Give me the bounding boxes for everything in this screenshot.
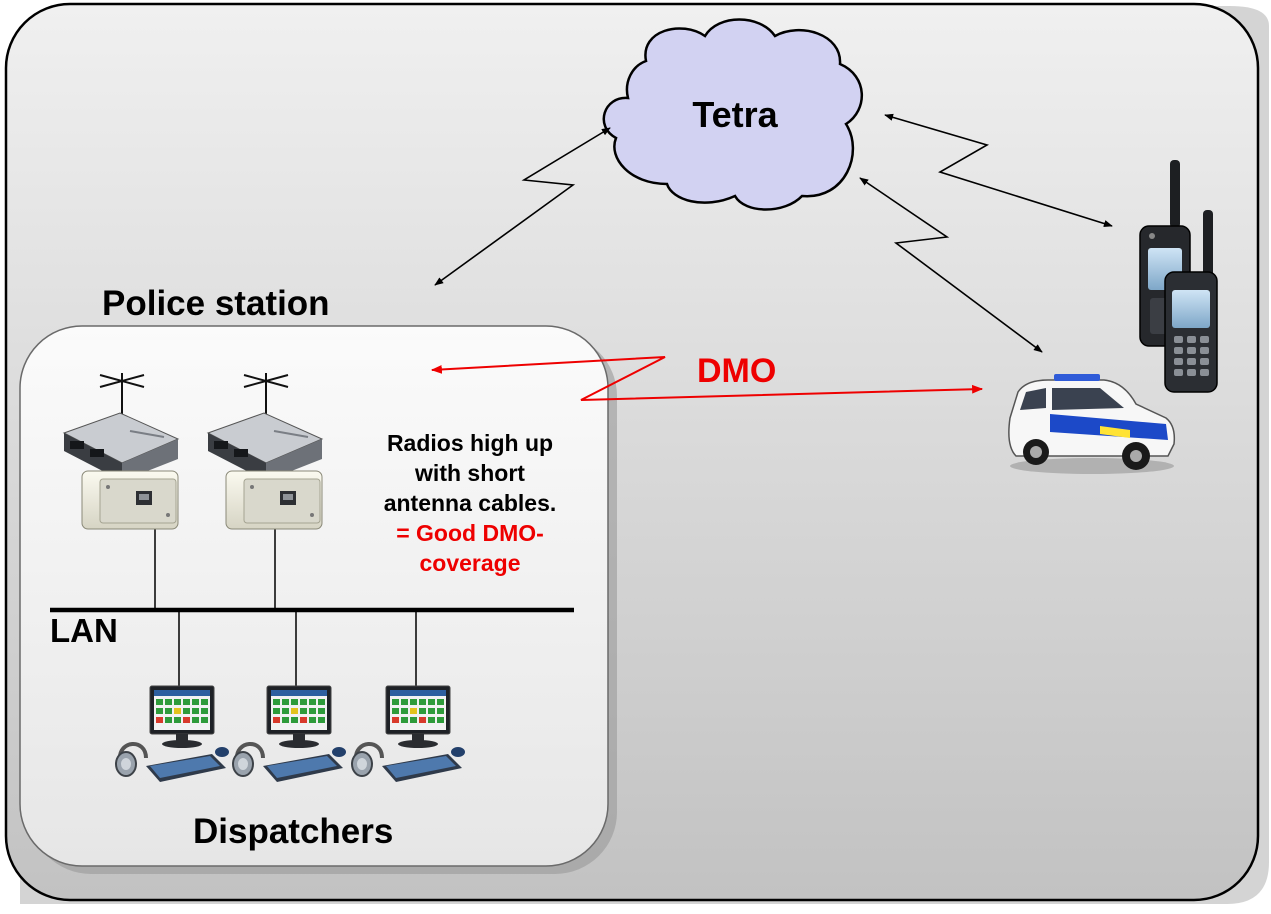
dmo-label: DMO <box>697 352 777 390</box>
note-line: with short <box>415 460 525 486</box>
police-car-icon <box>1008 374 1176 474</box>
radio-placement-note: Radios high up with short antenna cables… <box>360 428 580 578</box>
link-station-to-tetra <box>434 127 611 286</box>
lan-label: LAN <box>50 612 118 649</box>
note-line-highlight: coverage <box>419 550 521 576</box>
police-station-box <box>19 325 609 867</box>
dmo-link <box>430 356 984 401</box>
note-line: Radios high up <box>386 430 554 456</box>
tetra-cloud-label: Tetra <box>692 94 778 135</box>
note-line: antenna cables. <box>383 490 557 516</box>
note-line-highlight: = Good DMO- <box>396 520 544 546</box>
link-tetra-to-car <box>859 177 1043 353</box>
handheld-radio-icon <box>1139 160 1218 393</box>
dispatchers-label: Dispatchers <box>193 812 394 851</box>
tetra-cloud <box>602 18 863 211</box>
police-station-title: Police station <box>102 284 330 323</box>
